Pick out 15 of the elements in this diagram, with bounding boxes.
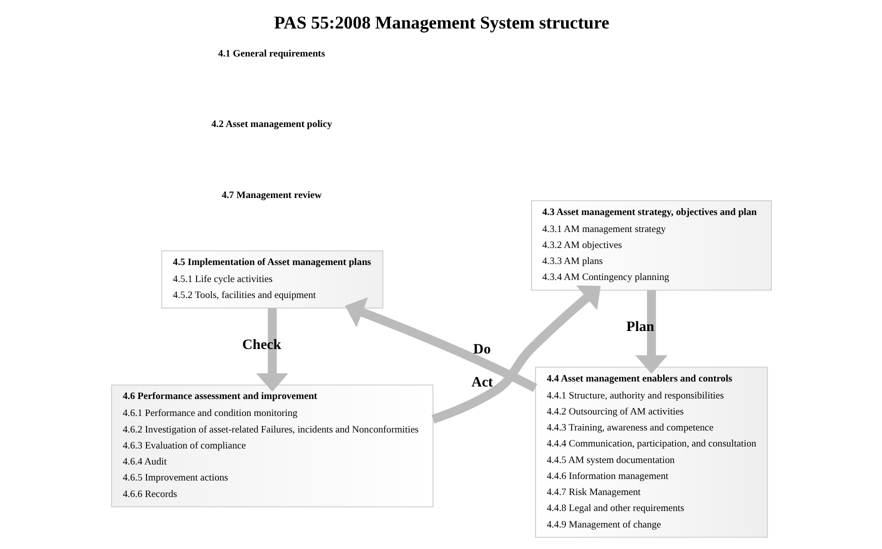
arrow — [634, 290, 668, 374]
node-box: 4.5 Implementation of Asset management plans 4.5.1 Life cycle activities 4.5.2 Tools, facilities and equipment — [160, 250, 383, 309]
label: 4.2 Asset management policy — [210, 119, 332, 130]
arrow — [256, 308, 288, 392]
arrow — [431, 286, 600, 424]
node-box: 4.3 Asset management strategy, objectives and plan 4.3.1 AM management strategy 4.3.2 AM objectives 4.3.3 AM plans 4.3.4 AM Contingency planning — [530, 200, 772, 291]
label: 4.7 Management review — [221, 190, 322, 201]
label: 4.1 General requirements — [218, 48, 325, 60]
edge-label: Check — [242, 337, 281, 354]
edge-label: Plan — [626, 319, 654, 336]
edge-label: Do — [472, 342, 490, 358]
diagram-title: PAS 55:2008 Management System structure — [274, 12, 609, 33]
node-box: 4.6 Performance assessment and improvement 4.6.1 Performance and condition monitoring 4.6.2 Investigation of asset-related Failures, incidents and Nonconformities 4.6.3 Evaluation of compliance 4.6.4 Audit 4.6.5 Improvement actions 4.6.6 Records — [110, 384, 433, 508]
edge-label: Act — [470, 374, 492, 391]
node-box: 4.4 Asset management enablers and controls 4.4.1 Structure, authority and responsibilities 4.4.2 Outsourcing of AM activities 4.4.3 Training, awareness and competence 4.4.4 Communication, participation, and consultation 4.4.5 AM system documentation 4.4.6 Information management 4.4.7 Risk Management 4.4.8 Legal and other requirements 4.4.9 Management of change — [534, 366, 768, 538]
